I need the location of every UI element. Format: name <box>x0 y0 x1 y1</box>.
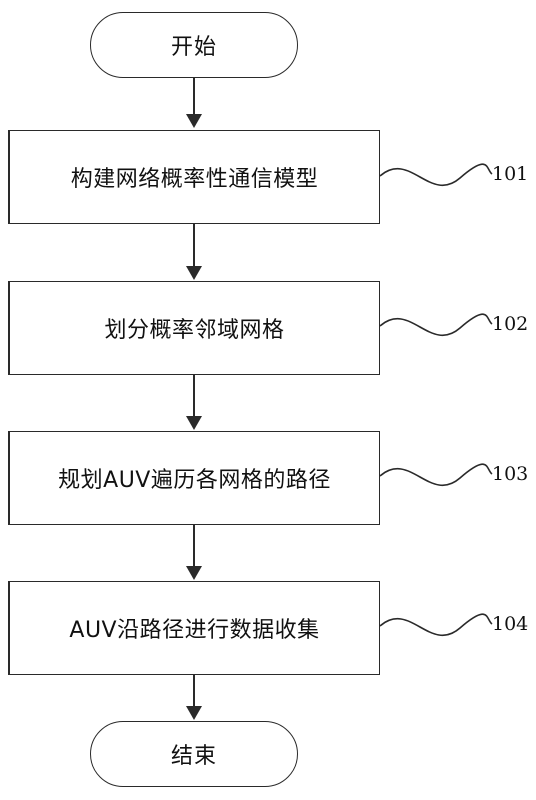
ref-number-103: 103 <box>492 463 529 485</box>
arrowhead-step-4-to-end <box>186 706 202 720</box>
ref-leader-104 <box>379 613 493 636</box>
ref-number-104: 104 <box>492 613 529 635</box>
arrowhead-start-to-step-1 <box>186 114 202 128</box>
process-step-104: AUV沿路径进行数据收集 <box>8 581 380 675</box>
start-terminal: 开始 <box>90 12 298 78</box>
ref-number-101: 101 <box>492 163 529 185</box>
arrowhead-step-3-to-step-4 <box>186 566 202 580</box>
ref-number-102: 102 <box>492 313 529 335</box>
ref-leader-103 <box>379 463 493 486</box>
ref-leader-101 <box>379 163 493 186</box>
process-step-101: 构建网络概率性通信模型 <box>8 130 380 224</box>
arrowhead-step-2-to-step-3 <box>186 416 202 430</box>
end-terminal: 结束 <box>90 721 298 787</box>
process-step-103: 规划AUV遍历各网格的路径 <box>8 431 380 525</box>
ref-leader-102 <box>379 313 493 336</box>
arrowhead-step-1-to-step-2 <box>186 266 202 280</box>
process-step-102: 划分概率邻域网格 <box>8 281 380 375</box>
